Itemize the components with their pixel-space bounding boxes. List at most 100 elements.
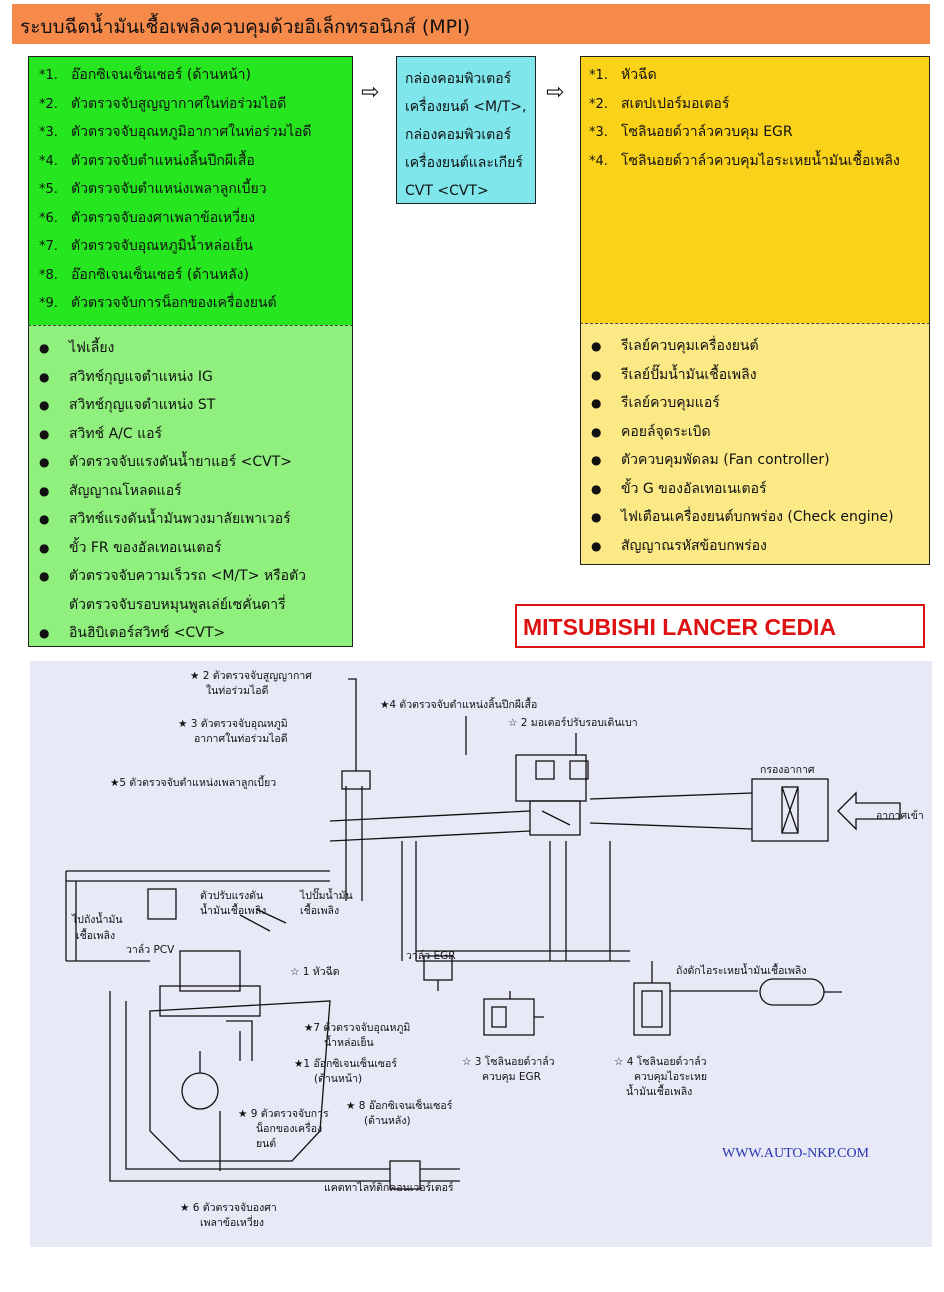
bullet-icon: ● [39,569,50,583]
label-s3a: ★ 3 ตัวตรวจจับอุณหภูมิ [178,718,288,730]
ecu-label: กล่องคอมพิวเตอร์เครื่องยนต์ <M/T>,กล่องค… [405,65,527,205]
input-sensors-panel: *1.อ๊อกซิเจนเซ็นเซอร์ (ด้านหน้า) *2. ตัวตร… [28,56,353,326]
item-label: ไฟเลี้ยง [69,340,115,356]
item-label: อ๊อกซิเจนเซ็นเซอร์ (ด้านหน้า) [71,67,251,83]
output-actuators-list: *1.หัวฉีด*2.สเตปเปอร์มอเตอร์ *3. โซลินอยด์… [589,61,900,175]
label-sol4a: ☆ 4 โซลินอยด์วาล์ว [614,1055,707,1068]
item-label: สวิทช์กุญแจตำแหน่ง ST [69,397,216,413]
input-signal-item: ● สัญญาณโหลดแอร์ [39,477,306,506]
output-signals-list: ●รีเลย์ควบคุมเครื่องยนต์●รีเลย์ปั๊มน้ำมั… [591,332,894,560]
source-url: WWW.AUTO-NKP.COM [722,1146,869,1161]
item-number: *4. [39,153,58,169]
output-signal-item: ●สัญญาณรหัสข้อบกพร่อง [591,532,894,561]
label-s5: ★5 ตัวตรวจจับตำแหน่งเพลาลูกเบี้ยว [110,775,276,789]
input-signal-item: ตัวตรวจจับรอบหมุนพูลเล่ย์เซคั่นดารี่ [39,591,306,620]
item-number: *3. [589,125,608,140]
item-number: *9. [39,296,58,311]
air-filter-element [781,786,799,834]
item-label: ตัวตรวจจับความเร็วรถ <M/T> หรือตัว [69,568,307,584]
input-sensor-item: *6. ตัวตรวจจับองศาเพลาข้อเหวี่ยง [39,204,312,233]
bullet-icon: ● [39,341,50,355]
item-label: รีเลย์ปั๊มน้ำมันเชื้อเพลิง [621,366,757,383]
bullet-icon: ● [39,369,50,384]
brand-text: MITSUBISHI LANCER CEDIA [523,614,837,640]
item-label: ตัวควบคุมพัดลม (Fan controller) [621,452,830,468]
label-air-in: อากาศเข้า [876,810,924,822]
ecu-box: กล่องคอมพิวเตอร์เครื่องยนต์ <M/T>,กล่องค… [396,56,536,204]
item-number: *6. [39,210,58,226]
input-signals-list: ●ไฟเลี้ยง●สวิทช์กุญแจตำแหน่ง IG●สวิทช์กุ… [39,334,306,648]
item-label: โซลินอยด์วาล์วควบคุม EGR [621,124,793,140]
input-signal-item: ● ไฟเลี้ยง [39,334,306,363]
bullet-icon: ● [39,455,50,469]
air-filter-shape [751,778,829,842]
label-s3b: อากาศในท่อร่วมไอดี [194,732,288,745]
bullet-icon: ● [39,398,50,412]
label-tank1: ไปถังน้ำมัน [71,912,123,926]
item-number: *3. [39,125,58,140]
system-diagram-svg: ★ 2 ตัวตรวจจับสูญญากาศ ในท่อร่วมไอดี ★ 3… [65,670,924,1229]
input-signal-item: ●สวิทช์กุญแจตำแหน่ง IG [39,363,306,392]
bullet-icon: ● [39,483,50,498]
item-label: คอยล์จุดระเบิด [621,423,711,440]
input-signals-panel: ●ไฟเลี้ยง●สวิทช์กุญแจตำแหน่ง IG●สวิทช์กุ… [28,325,353,647]
ecu-label-line: เครื่องยนต์ <M/T>, [405,99,527,115]
title-bar: ระบบฉีดน้ำมันเชื้อเพลิงควบคุมด้วยอิเล็กท… [12,4,930,44]
label-s9c: ยนต์ [256,1137,276,1150]
input-signal-item: ● สวิทช์กุญแจตำแหน่ง ST [39,391,306,420]
input-signal-item: ● ตัวตรวจจับความเร็วรถ <M/T> หรือตัว [39,562,306,591]
output-actuator-item: *4.โซลินอยด์วาล์วควบคุมไอระเหยน้ำมันเชื้… [589,147,900,176]
bullet-icon: ● [591,339,602,353]
input-sensor-item: *4.ตัวตรวจจับตำแหน่งลิ้นปีกผีเสื้อ [39,147,312,176]
arrow-right-icon: ⇨ [546,80,565,105]
item-label: สัญญาณโหลดแอร์ [69,482,182,499]
item-label: ตัวตรวจจับการน็อกของเครื่องยนต์ [71,295,277,311]
input-sensor-item: *8.อ๊อกซิเจนเซ็นเซอร์ (ด้านหลัง) [39,261,312,290]
output-signal-item: ●ขั้ว G ของอัลเทอเนเตอร์ [591,475,894,504]
label-s9b: น็อกของเครื่อง [256,1121,322,1135]
item-label: สวิทช์แรงดันน้ำมันพวงมาลัยเพาเวอร์ [69,511,291,527]
input-signal-item: ●ขั้ว FR ของอัลเทอเนเตอร์ [39,534,306,563]
item-label: รีเลย์ควบคุมแอร์ [621,395,720,411]
input-sensor-item: *1.อ๊อกซิเจนเซ็นเซอร์ (ด้านหน้า) [39,61,312,90]
output-signal-item: ● ตัวควบคุมพัดลม (Fan controller) [591,446,894,475]
label-s8b: (ด้านหลัง) [364,1115,411,1127]
input-sensor-item: *9. ตัวตรวจจับการน็อกของเครื่องยนต์ [39,289,312,318]
item-label: ไฟเตือนเครื่องยนต์บกพร่อง (Check engine) [621,509,894,525]
label-s1b: (ด้านหน้า) [314,1073,362,1085]
air-in-arrow-icon [837,791,901,831]
input-sensor-item: *7.ตัวตรวจจับอุณหภูมิน้ำหล่อเย็น [39,232,312,261]
engine-block-shape [149,1000,331,1162]
item-number: *4. [589,153,608,169]
ecu-label-line: เครื่องยนต์และเกียร์ [405,155,523,171]
item-label: สวิทช์ A/C แอร์ [69,425,163,442]
label-tank2: เชื้อเพลิง [76,928,115,942]
item-label: อินฮิบิเตอร์สวิทช์ <CVT> [69,625,226,641]
label-s6b: เพลาข้อเหวี่ยง [200,1215,264,1229]
item-label: ตัวตรวจจับองศาเพลาข้อเหวี่ยง [71,209,256,226]
item-label: สเตปเปอร์มอเตอร์ [621,95,730,112]
label-s9a: ★ 9 ตัวตรวจจับการ [238,1108,329,1120]
item-number: *2. [39,96,58,112]
item-label: ตัวตรวจจับแรงดันน้ำยาแอร์ <CVT> [69,454,293,470]
label-s2a: ★ 2 ตัวตรวจจับสูญญากาศ [190,670,312,682]
output-actuator-item: *2.สเตปเปอร์มอเตอร์ [589,90,900,119]
item-number: *7. [39,239,58,254]
bullet-icon: ● [591,510,602,524]
label-reg2: น้ำมันเชื้อเพลิง [200,903,266,917]
bullet-icon: ● [591,481,602,496]
label-s2b: ในท่อร่วมไอดี [206,684,268,697]
label-pump1: ไปปั๊มน้ำมัน [299,887,353,902]
label-sol4b: ควบคุมไอระเหย [634,1070,707,1083]
bullet-icon: ● [591,453,602,467]
output-signal-item: ● รีเลย์ปั๊มน้ำมันเชื้อเพลิง [591,361,894,390]
output-actuator-item: *3. โซลินอยด์วาล์วควบคุม EGR [589,118,900,147]
output-actuator-item: *1.หัวฉีด [589,61,900,90]
item-number: *5. [39,182,58,197]
label-injector: ☆ 1 หัวฉีด [290,965,340,978]
bullet-icon: ● [591,367,602,382]
label-s1a: ★1 อ๊อกซิเจนเซ็นเซอร์ [294,1056,397,1070]
ecu-label-line: กล่องคอมพิวเตอร์ [405,127,512,143]
item-label: สัญญาณรหัสข้อบกพร่อง [621,537,767,554]
label-s6a: ★ 6 ตัวตรวจจับองศา [180,1202,277,1214]
